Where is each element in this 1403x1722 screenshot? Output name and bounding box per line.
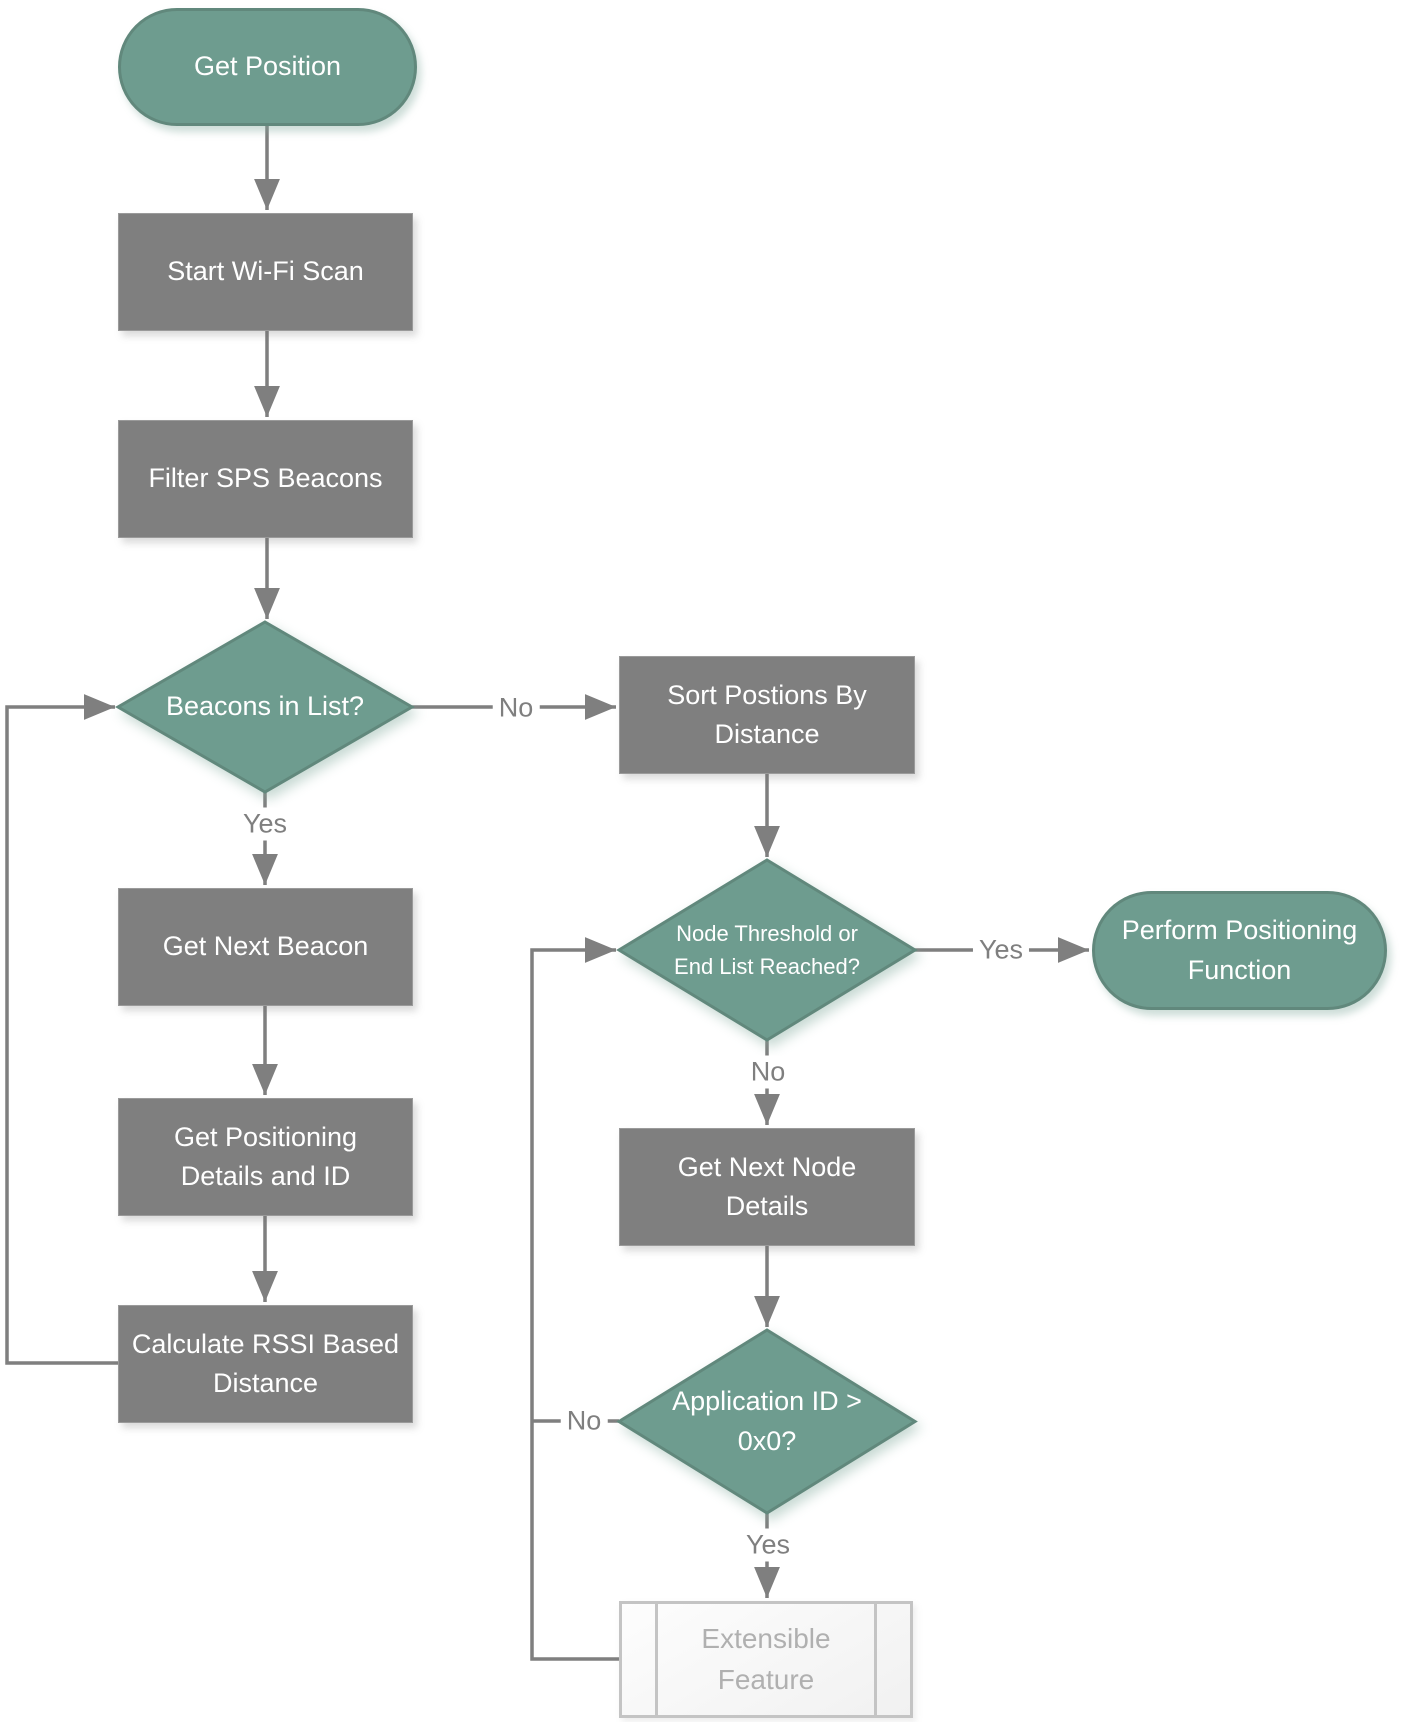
edge-label-application-no: No bbox=[560, 1404, 608, 1438]
edge-label-threshold-no: No bbox=[744, 1055, 792, 1089]
node-perform-positioning: Perform Positioning Function bbox=[1092, 891, 1387, 1010]
predefined-process-left-bar bbox=[655, 1604, 658, 1715]
node-get-next-beacon: Get Next Beacon bbox=[118, 888, 413, 1006]
node-get-next-node: Get Next Node Details bbox=[619, 1128, 915, 1246]
node-get-positioning-details-label: Get Positioning Details and ID bbox=[173, 1121, 358, 1191]
node-get-next-beacon-label: Get Next Beacon bbox=[162, 931, 369, 962]
edge-extensible-loop bbox=[530, 937, 619, 1661]
node-filter-sps-beacons: Filter SPS Beacons bbox=[118, 420, 413, 538]
node-perform-positioning-label: Perform Positioning Function bbox=[1121, 915, 1358, 985]
node-threshold-label: Node Threshold or End List Reached? bbox=[674, 921, 860, 979]
node-extensible-feature-label: Extensible Feature bbox=[701, 1622, 831, 1695]
edge-calc-loop-to-beacons bbox=[5, 694, 118, 1365]
node-beacons-in-list: Beacons in List? bbox=[118, 622, 412, 792]
node-filter-sps-beacons-label: Filter SPS Beacons bbox=[148, 463, 383, 494]
node-application-id: Application ID > 0x0? bbox=[619, 1330, 915, 1513]
node-calculate-rssi: Calculate RSSI Based Distance bbox=[118, 1305, 413, 1423]
edge-label-beacons-yes: Yes bbox=[236, 807, 294, 841]
diamond-icon bbox=[118, 622, 412, 792]
edge-label-beacons-no: No bbox=[492, 691, 540, 725]
node-start-wifi-scan-label: Start Wi-Fi Scan bbox=[167, 256, 364, 287]
node-application-id-label: Application ID > 0x0? bbox=[672, 1386, 862, 1456]
node-get-next-node-label: Get Next Node Details bbox=[677, 1151, 857, 1221]
edge-label-threshold-yes: Yes bbox=[972, 933, 1030, 967]
node-beacons-in-list-label: Beacons in List? bbox=[165, 691, 365, 722]
node-threshold: Node Threshold or End List Reached? bbox=[619, 860, 915, 1040]
diamond-icon bbox=[619, 860, 915, 1040]
diamond-icon bbox=[619, 1330, 915, 1513]
node-extensible-feature: Extensible Feature bbox=[619, 1601, 913, 1718]
edge-label-application-yes: Yes bbox=[739, 1528, 797, 1562]
predefined-process-right-bar bbox=[874, 1604, 877, 1715]
node-sort-positions: Sort Postions By Distance bbox=[619, 656, 915, 774]
node-calculate-rssi-label: Calculate RSSI Based Distance bbox=[131, 1328, 400, 1398]
node-get-position: Get Position bbox=[118, 8, 417, 126]
node-get-position-label: Get Position bbox=[193, 51, 342, 82]
node-start-wifi-scan: Start Wi-Fi Scan bbox=[118, 213, 413, 331]
node-get-positioning-details: Get Positioning Details and ID bbox=[118, 1098, 413, 1216]
node-sort-positions-label: Sort Postions By Distance bbox=[667, 679, 867, 749]
